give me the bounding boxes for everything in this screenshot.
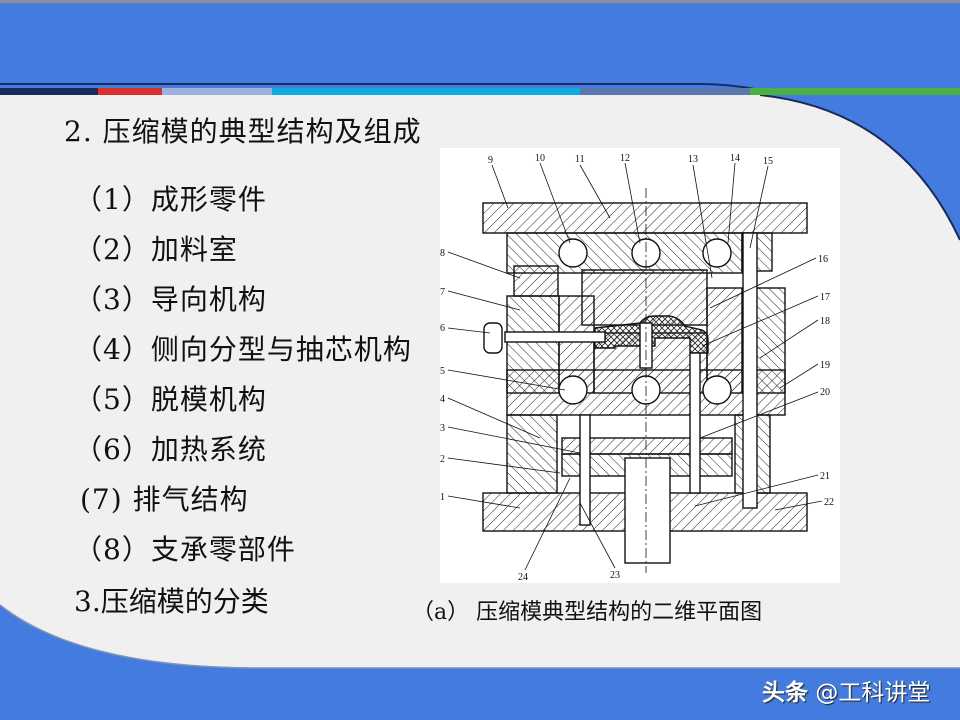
stripe-lightblue <box>162 88 272 95</box>
svg-text:7: 7 <box>440 287 445 298</box>
svg-text:20: 20 <box>820 387 830 398</box>
svg-text:19: 19 <box>820 360 830 371</box>
svg-text:6: 6 <box>440 323 445 334</box>
svg-text:12: 12 <box>620 153 630 164</box>
stripe-navy <box>0 88 98 95</box>
list-item: （2）加料室 <box>74 233 238 266</box>
stripe-green <box>750 88 960 95</box>
svg-text:4: 4 <box>440 394 445 405</box>
svg-text:5: 5 <box>440 366 445 377</box>
subsection-heading: 3.压缩模的分类 <box>74 585 269 618</box>
svg-text:14: 14 <box>730 153 740 164</box>
svg-text:17: 17 <box>820 292 830 303</box>
svg-text:16: 16 <box>818 254 828 265</box>
watermark: 头条 @工科讲堂 <box>762 673 930 707</box>
stripe-steel <box>580 88 750 95</box>
svg-text:11: 11 <box>575 154 585 165</box>
watermark-brand: 头条 <box>762 680 808 706</box>
list-item: （5）脱模机构 <box>74 383 267 416</box>
stripe-cyan <box>272 88 580 95</box>
figure-caption: （a） 压缩模典型结构的二维平面图 <box>412 600 763 625</box>
svg-text:8: 8 <box>440 248 445 259</box>
svg-text:24: 24 <box>518 572 528 583</box>
list-item: （6）加热系统 <box>74 433 267 466</box>
svg-text:10: 10 <box>535 153 545 164</box>
svg-text:15: 15 <box>763 156 773 167</box>
watermark-handle: @工科讲堂 <box>815 680 931 706</box>
header-band <box>0 0 960 90</box>
list-item: （8）支承零部件 <box>74 533 296 566</box>
svg-text:22: 22 <box>824 497 834 508</box>
stripe-red <box>98 88 162 95</box>
list-item: (7) 排气结构 <box>80 483 249 516</box>
svg-text:18: 18 <box>820 316 830 327</box>
svg-text:9: 9 <box>488 155 493 166</box>
svg-text:1: 1 <box>440 492 445 503</box>
section-heading: 2. 压缩模的典型结构及组成 <box>64 115 422 148</box>
list-item: （1）成形零件 <box>74 183 267 216</box>
svg-text:2: 2 <box>440 454 445 465</box>
svg-text:21: 21 <box>820 471 830 482</box>
list-item: （3）导向机构 <box>74 283 267 316</box>
svg-text:13: 13 <box>688 154 698 165</box>
list-item: （4）侧向分型与抽芯机构 <box>74 333 412 366</box>
svg-text:3: 3 <box>440 423 445 434</box>
svg-text:23: 23 <box>610 570 620 581</box>
